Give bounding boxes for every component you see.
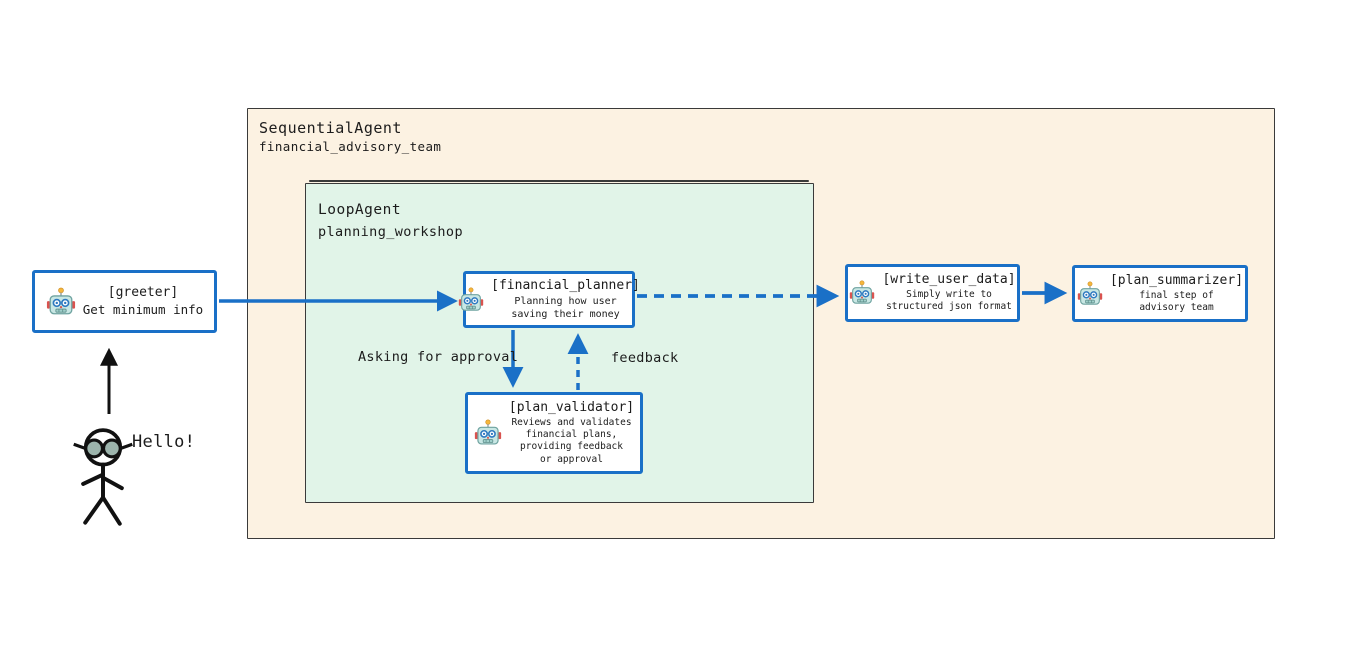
node-plan-validator-desc-line3: providing feedback	[520, 441, 623, 453]
user-greeting-label: Hello!	[132, 432, 196, 452]
node-plan-validator: [plan_validator] Reviews and validates f…	[465, 392, 643, 474]
sequential-agent-title: SequentialAgent	[259, 119, 402, 137]
robot-icon	[46, 287, 75, 314]
sequential-agent-subtitle: financial_advisory_team	[259, 139, 442, 154]
robot-icon	[850, 280, 875, 304]
loop-agent-subtitle: planning_workshop	[318, 224, 463, 240]
node-financial-planner-desc-line1: Planning how user	[514, 295, 617, 307]
robot-icon	[474, 419, 502, 445]
node-financial-planner-desc-line2: saving their money	[511, 308, 620, 320]
node-plan-validator-desc-line2: financial plans,	[525, 429, 618, 441]
edge-label-feedback: feedback	[611, 350, 679, 366]
node-financial-planner: [financial_planner] Planning how user sa…	[458, 271, 640, 328]
node-write-user-data-title: [write_user_data]	[882, 272, 1016, 288]
node-plan-validator-desc-line1: Reviews and validates	[511, 416, 632, 428]
robot-icon	[1077, 280, 1103, 305]
node-plan-summarizer: [plan_summarizer] final step of advisory…	[1072, 265, 1248, 322]
node-write-user-data-desc-line2: structured json format	[886, 301, 1012, 313]
loop-agent-group-top-stroke	[309, 180, 809, 183]
node-greeter-desc: Get minimum info	[82, 301, 204, 317]
robot-icon	[458, 286, 484, 311]
node-greeter: [greeter] Get minimum info	[32, 270, 217, 333]
glasses-icon	[73, 438, 133, 459]
person-stick-figure	[73, 428, 133, 526]
node-financial-planner-title: [financial_planner]	[491, 278, 640, 294]
node-plan-summarizer-desc-line1: final step of	[1139, 289, 1214, 301]
node-plan-validator-desc-line4: or approval	[540, 453, 603, 465]
node-plan-summarizer-desc-line2: advisory team	[1139, 301, 1214, 313]
node-greeter-title: [greeter]	[107, 284, 179, 300]
node-write-user-data-desc-line1: Simply write to	[906, 289, 992, 301]
node-plan-summarizer-title: [plan_summarizer]	[1109, 272, 1244, 288]
edge-label-asking-for-approval: Asking for approval	[358, 349, 519, 365]
loop-agent-title: LoopAgent	[318, 202, 402, 218]
node-plan-validator-title: [plan_validator]	[508, 399, 635, 415]
node-write-user-data: [write_user_data] Simply write to struct…	[845, 264, 1020, 322]
